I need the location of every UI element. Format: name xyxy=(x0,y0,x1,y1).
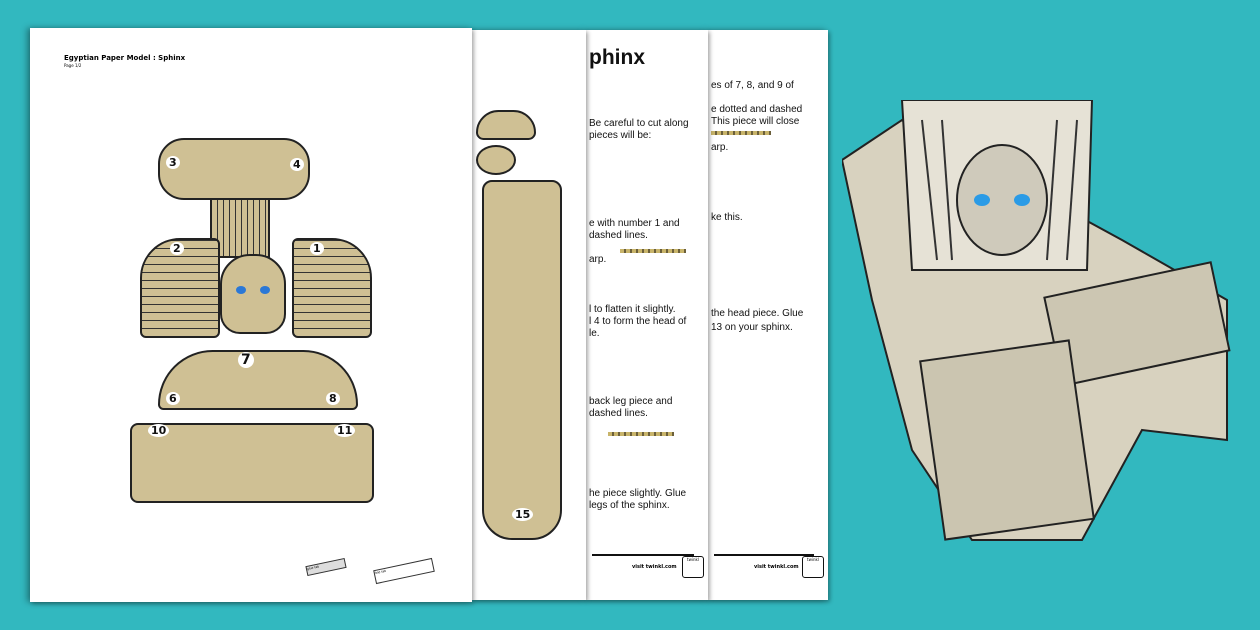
body-piece xyxy=(482,180,562,540)
piece-number: 7 xyxy=(238,352,254,368)
twinkl-logo: twinkl xyxy=(682,556,704,578)
assembled-sphinx-photo xyxy=(840,99,1232,545)
piece-number: 8 xyxy=(326,392,340,405)
cutout-sheet-2: 15 xyxy=(472,30,586,600)
sheet-page: Page 1/2 xyxy=(64,63,82,68)
text-line: arp. xyxy=(589,254,607,265)
text-line: back leg piece and xyxy=(589,396,673,407)
piece-number: 3 xyxy=(166,156,180,169)
fold-tab-example: fold tab xyxy=(373,557,435,585)
text-line: Be careful to cut along xyxy=(589,118,689,129)
text-line: pieces will be: xyxy=(589,130,652,141)
glue-strip xyxy=(711,131,771,135)
text-line: dashed lines. xyxy=(589,408,648,419)
back-piece xyxy=(158,350,358,410)
footer-rule xyxy=(714,554,814,556)
glue-strip xyxy=(620,249,686,253)
paw-piece xyxy=(476,145,516,175)
right-wing-piece xyxy=(292,238,372,338)
instruction-sheet-2: es of 7, 8, and 9 of e dotted and dashed… xyxy=(708,30,828,600)
piece-number: 15 xyxy=(512,508,534,521)
text-line: he piece slightly. Glue xyxy=(589,488,687,499)
footer-text: visit twinkl.com xyxy=(632,564,677,570)
cutout-sheet-1: Egyptian Paper Model : Sphinx Page 1/2 3… xyxy=(30,28,472,602)
text-line: legs of the sphinx. xyxy=(589,500,670,511)
footer-rule xyxy=(592,554,694,556)
text-line: This piece will close xyxy=(711,116,800,127)
piece-number: 6 xyxy=(166,392,180,405)
text-line: e with number 1 and xyxy=(589,218,680,229)
text-line: le. xyxy=(589,328,600,339)
left-wing-piece xyxy=(140,238,220,338)
instruction-sheet-1: phinx Be careful to cut along pieces wil… xyxy=(586,30,708,600)
face-piece xyxy=(220,254,286,334)
piece-number: 2 xyxy=(170,242,184,255)
sheet-header: Egyptian Paper Model : Sphinx xyxy=(64,54,186,62)
text-line: l 4 to form the head of xyxy=(589,316,687,327)
sphinx-model-drawing xyxy=(840,99,1231,541)
text-line: arp. xyxy=(711,142,729,153)
text-line: 13 on your sphinx. xyxy=(711,322,793,333)
sheet-title: phinx xyxy=(589,46,645,69)
piece-number: 11 xyxy=(334,424,356,437)
eye-icon xyxy=(260,286,270,294)
headdress-piece xyxy=(210,198,270,258)
piece-number: 1 xyxy=(310,242,324,255)
paw-piece xyxy=(476,110,536,140)
text-line: l to flatten it slightly. xyxy=(589,304,676,315)
glue-tab-example: glue tab xyxy=(305,557,347,577)
text-line: ke this. xyxy=(711,212,743,223)
piece-number: 4 xyxy=(290,158,304,171)
glue-strip xyxy=(608,432,674,436)
text-line: the head piece. Glue xyxy=(711,308,804,319)
text-line: es of 7, 8, and 9 of xyxy=(711,80,794,91)
footer-text: visit twinkl.com xyxy=(754,564,799,570)
eye-icon xyxy=(236,286,246,294)
text-line: dashed lines. xyxy=(589,230,648,241)
text-line: e dotted and dashed xyxy=(711,104,803,115)
head-top-piece xyxy=(158,138,310,200)
twinkl-logo: twinkl xyxy=(802,556,824,578)
legs-piece xyxy=(130,423,374,503)
piece-number: 10 xyxy=(148,424,170,437)
